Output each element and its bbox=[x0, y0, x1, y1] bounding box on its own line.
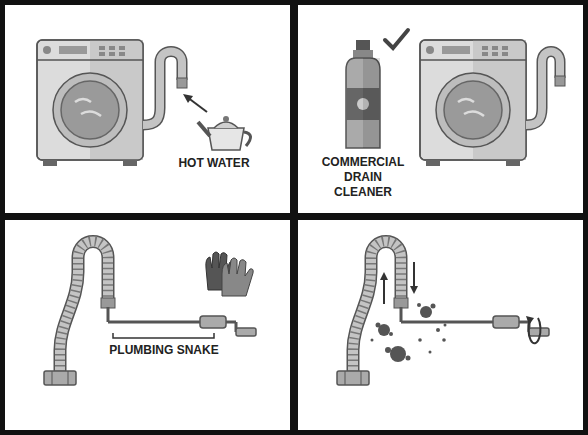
bracket bbox=[113, 333, 214, 338]
caption-label: PLUMBING SNAKE bbox=[104, 343, 224, 358]
motion-arrows bbox=[380, 262, 418, 304]
hose-and-snake bbox=[337, 242, 549, 386]
drain-hose bbox=[143, 52, 187, 126]
rotation-arrow bbox=[526, 316, 540, 343]
panels bbox=[5, 5, 583, 430]
caption-label: COMMERCIAL DRAIN CLEANER bbox=[320, 155, 406, 200]
washing-machine bbox=[37, 40, 143, 166]
gloves bbox=[206, 252, 253, 296]
hose-and-snake bbox=[44, 242, 256, 386]
kettle bbox=[198, 116, 251, 150]
washing-machine bbox=[420, 40, 526, 166]
drain-cleaner-bottle bbox=[346, 40, 380, 148]
debris bbox=[371, 303, 447, 362]
caption-label: HOT WATER bbox=[169, 156, 259, 171]
drain-hose bbox=[526, 52, 565, 126]
pour-arrow bbox=[183, 94, 207, 112]
check-mark bbox=[385, 30, 408, 48]
